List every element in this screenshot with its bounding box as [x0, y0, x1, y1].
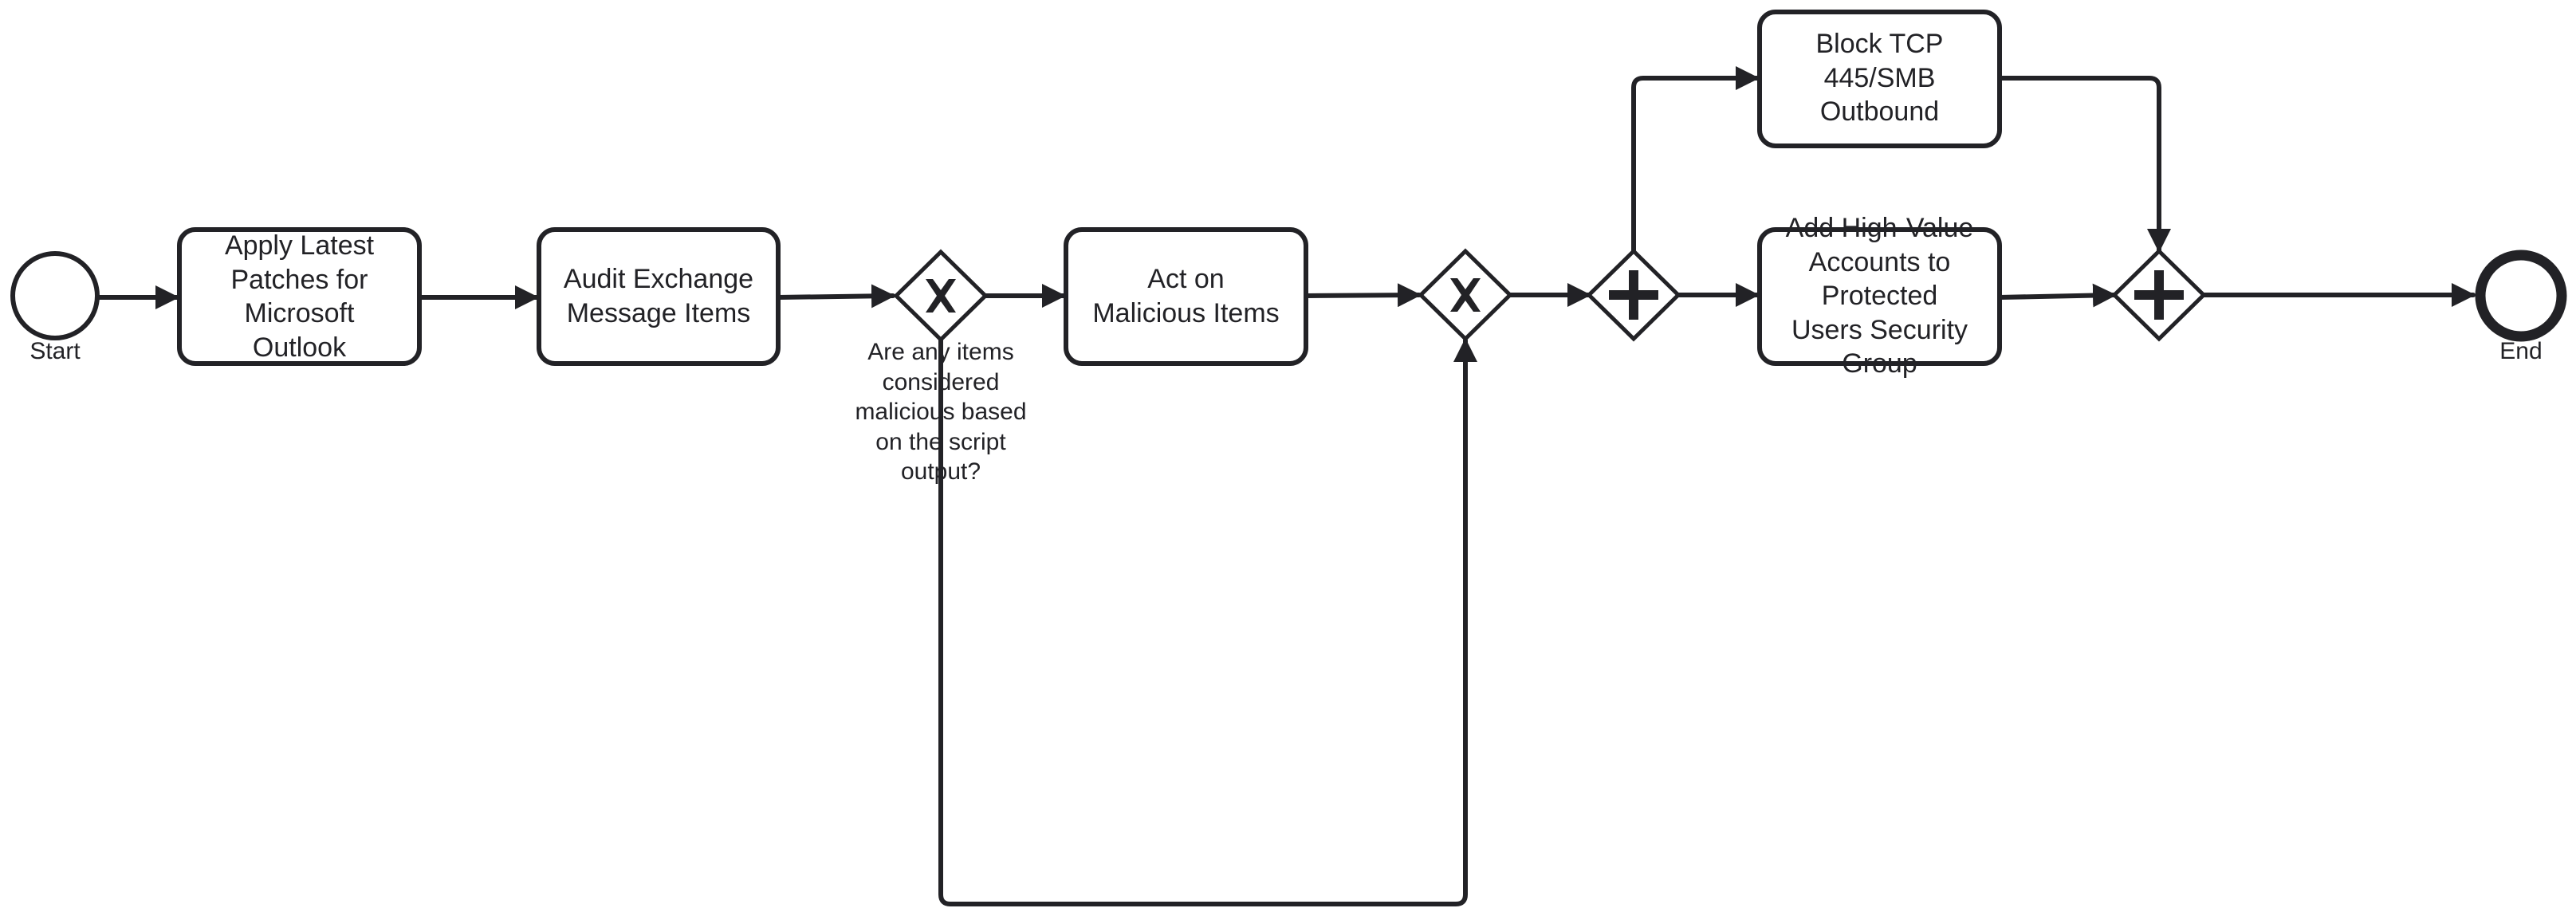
x-marker-icon	[926, 279, 956, 313]
gateway-label-line: malicious based	[855, 399, 1027, 425]
task-label-line: Message Items	[566, 297, 751, 328]
task-label-line: Users Security	[1791, 314, 1968, 345]
task-act-malicious-label: Act on Malicious Items	[1066, 262, 1306, 330]
task-add-accounts-label: Add High-Value Accounts to Protected Use…	[1760, 211, 2000, 381]
task-label-line: Apply Latest	[224, 230, 375, 261]
task-block-tcp[interactable]	[1757, 10, 2002, 148]
task-label-line: Block TCP	[1815, 29, 1944, 59]
task-label-line: Microsoft	[244, 298, 355, 328]
task-label-line: Add High-Value	[1785, 213, 1974, 243]
task-audit-exchange[interactable]	[537, 227, 781, 366]
gateway-merge[interactable]	[1418, 248, 1513, 342]
task-label-line: Act on	[1147, 264, 1225, 294]
task-label-line: Outlook	[252, 332, 347, 363]
flow-decision-no-path[interactable]	[938, 337, 1477, 906]
gateway-decision[interactable]	[893, 249, 989, 343]
task-label-line: Outbound	[1819, 96, 1940, 127]
start-event-label: Start	[29, 338, 81, 364]
gateway-split[interactable]	[1586, 248, 1681, 342]
flow-accounts-to-join[interactable]	[1997, 283, 2117, 308]
task-label-line: Patches for	[230, 264, 368, 295]
plus-marker-icon	[1609, 270, 1658, 320]
gateway-label-line: Are any items	[867, 339, 1014, 365]
x-marker-icon	[1450, 278, 1481, 312]
task-label-line: 445/SMB	[1823, 62, 1936, 93]
task-label-line: Group	[1842, 348, 1917, 379]
gateway-join[interactable]	[2111, 248, 2207, 342]
task-add-accounts[interactable]	[1757, 227, 2002, 366]
start-event[interactable]	[10, 251, 100, 340]
task-act-malicious[interactable]	[1064, 227, 1308, 366]
gateway-decision-label: Are any items considered malicious based…	[821, 337, 1060, 487]
flow-split-to-block[interactable]	[1631, 66, 1760, 253]
gateway-label-line: considered	[882, 368, 1000, 395]
plus-marker-icon	[2134, 270, 2184, 320]
flow-act-to-merge[interactable]	[1304, 283, 1422, 308]
task-label-line: Audit Exchange	[563, 264, 754, 294]
task-block-tcp-label: Block TCP 445/SMB Outbound	[1760, 27, 2000, 129]
task-apply-patches[interactable]	[177, 227, 422, 366]
task-apply-patches-label: Apply Latest Patches for Microsoft Outlo…	[179, 229, 419, 364]
flow-block-to-join[interactable]	[1997, 76, 2171, 253]
gateway-label-line: on the script	[875, 428, 1006, 455]
gateway-label-line: output?	[900, 458, 981, 485]
sequence-flows	[96, 66, 2476, 906]
end-event-label: End	[2499, 338, 2543, 364]
task-label-line: Malicious Items	[1092, 297, 1280, 328]
end-event[interactable]	[2475, 250, 2567, 342]
task-audit-exchange-label: Audit Exchange Message Items	[539, 262, 778, 330]
flow-audit-to-decision[interactable]	[776, 284, 895, 309]
task-label-line: Protected	[1821, 281, 1938, 311]
task-label-line: Accounts to	[1808, 246, 1951, 277]
